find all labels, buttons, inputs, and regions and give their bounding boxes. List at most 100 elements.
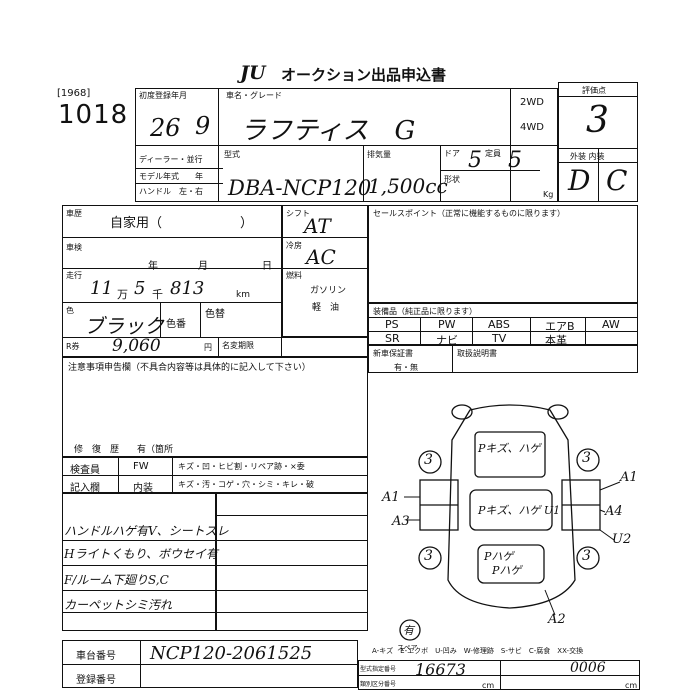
mileage-km-unit: km: [236, 290, 250, 300]
shift-value: AT: [304, 214, 331, 238]
spare-presence: 有: [403, 624, 414, 637]
equip-airbag: エアB: [545, 320, 575, 333]
mileage-rest-value: 813: [170, 278, 205, 299]
car-name-label: 車名・グレード: [226, 91, 282, 100]
left-mark-1: A1: [382, 490, 400, 505]
handwritten-notes-area: [62, 493, 216, 631]
lot-number: 1018: [58, 100, 129, 130]
history-value: 自家用（ ）: [110, 216, 254, 231]
drive-2wd: 2WD: [520, 97, 544, 108]
tire-mark-rr: 3: [582, 548, 591, 564]
shift-label: シフト: [286, 209, 310, 218]
exterior-value: D: [568, 164, 591, 197]
sales-point-label: セールスポイント（正常に機能するものに限ります）: [373, 209, 565, 218]
mileage-label: 走行: [66, 271, 82, 280]
doors-label: ドア: [444, 149, 460, 158]
color-label: 色: [66, 306, 74, 315]
notes-right-area: [216, 493, 368, 631]
note-line-4: カーペットシミ汚れ: [64, 598, 173, 612]
displacement-label: 排気量: [367, 150, 391, 159]
yen-label: 円: [204, 343, 212, 352]
first-reg-month-value: 9: [195, 112, 211, 140]
left-mark-2: A3: [392, 514, 410, 529]
owner-manual-label: 取扱説明書: [457, 349, 497, 358]
r-ticket-value: 9,060: [112, 336, 161, 356]
trunk-note: Pハゲ: [484, 550, 514, 563]
equipment-label: 装備品（純正品に限ります）: [373, 307, 477, 316]
defects-row1: キズ・凹・ヒビ割・リペア跡・×委: [178, 462, 305, 471]
cm-label-1: cm: [482, 681, 495, 690]
kg-label: Kg: [543, 190, 554, 199]
damage-legend: A-キズ E-エクボ U-凹み W-修理跡 S-サビ C-腐食 XX-交換: [372, 647, 584, 655]
first-reg-label: 初度登録年月: [139, 91, 187, 100]
defects-row2: キズ・汚・コゲ・穴・シミ・キレ・破: [178, 480, 314, 489]
ju-logo: JU: [240, 62, 266, 84]
r-ticket-label: R券: [66, 342, 80, 351]
name-change-label: 名変期限: [222, 341, 254, 350]
new-warranty-label: 新車保証書: [373, 349, 413, 358]
right-mark-1: A1: [620, 470, 638, 485]
shift-block: [282, 205, 368, 337]
sticker-1-value: 16673: [415, 660, 466, 679]
name-change-block: [218, 337, 368, 357]
dealer-label: ディーラー・並行: [139, 155, 203, 164]
tire-mark-fl: 3: [424, 452, 433, 468]
drive-4wd: 4WD: [520, 122, 544, 133]
equipment-block: [368, 303, 638, 345]
vehicle-info-block: [62, 205, 282, 357]
tire-mark-rl: 3: [424, 548, 433, 564]
model-type-label: 型式: [224, 150, 240, 159]
reg-no-label: 登録番号: [76, 675, 116, 686]
fw-label: FW: [133, 461, 149, 472]
equip-ps: PS: [385, 318, 399, 331]
car-name-value: ラフティス G: [240, 116, 416, 146]
mileage-sen-unit: 千: [152, 288, 163, 301]
lot-code: [1968]: [57, 88, 91, 99]
color-no-label: 色番: [166, 319, 186, 330]
color-value: ブラック: [84, 314, 164, 338]
notes-title: 注意事項申告欄（不具合内容等は具体的に記入して下さい）: [68, 363, 311, 373]
color-change-label: 色替: [205, 309, 225, 320]
inspection-day: 日: [262, 261, 272, 272]
equip-leather: 本革: [545, 334, 567, 347]
capacity-label: 定員: [485, 149, 501, 158]
mileage-man-value: 11: [90, 278, 113, 299]
cooling-label: 冷房: [286, 241, 302, 250]
shape-label: 形状: [444, 175, 460, 184]
interior-value: C: [606, 164, 628, 197]
grade-value: 3: [586, 100, 609, 141]
inspection-year: 年: [148, 261, 158, 272]
roof-note: Pキズ、ハゲ: [478, 442, 541, 455]
mileage-man-unit: 万: [117, 288, 128, 301]
right-mark-3: U2: [612, 532, 632, 547]
handle-label: ハンドル 左・右: [139, 187, 203, 196]
sales-point-block: [368, 205, 638, 303]
chassis-no-label: 車台番号: [76, 651, 116, 662]
equip-abs: ABS: [488, 318, 510, 331]
inspector-label: 検査員: [70, 465, 100, 476]
model-type-value: DBA-NCP120: [228, 176, 372, 200]
sticker-2-label: 類別区分番号: [360, 681, 397, 688]
fuel-label: 燃料: [286, 271, 302, 280]
sticker-1-label: 型式指定番号: [360, 666, 397, 673]
model-year-label: モデル年式 年: [139, 172, 203, 181]
cooling-value: AC: [306, 245, 336, 269]
sticker-2-value: 0006: [570, 660, 606, 676]
grade-title: 評価点: [582, 86, 606, 95]
note-line-3: F/ルーム下廻りS,C: [64, 573, 169, 587]
cm-label-2: cm: [625, 681, 638, 690]
spare-label: スペア: [397, 644, 418, 652]
equip-sr: SR: [385, 332, 400, 345]
capacity-value: 5: [508, 148, 522, 173]
repair-history-label: 修 復 歴 有（箇所: [74, 445, 174, 455]
interior-row-label: 内装: [133, 483, 153, 494]
front-note: Pハゲ: [492, 564, 522, 577]
bottom-mark: A2: [548, 612, 566, 627]
note-line-2: Hライトくもり、ボウセイ有: [64, 547, 218, 561]
doors-value: 5: [468, 148, 482, 173]
tire-mark-fr: 3: [582, 450, 591, 466]
note-line-1: ハンドルハゲ有V、シートスレ: [64, 524, 229, 538]
warranty-yn: 有・無: [394, 363, 418, 372]
fuel-gasoline: ガソリン: [310, 286, 347, 296]
